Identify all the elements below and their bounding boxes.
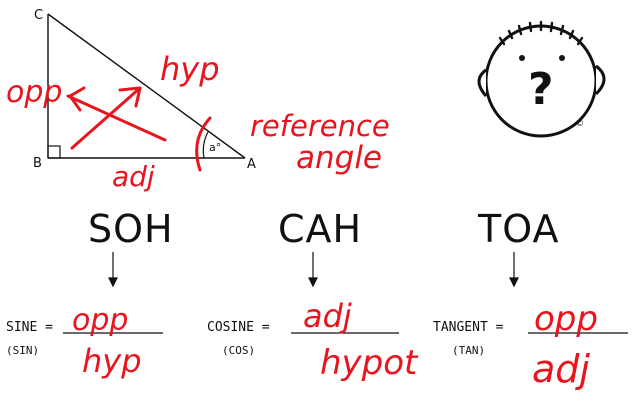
vertex-c-label: C bbox=[34, 8, 43, 23]
question-face-icon: ? © bbox=[477, 20, 606, 138]
sine-numerator: opp bbox=[72, 303, 128, 338]
annotation-reference: reference bbox=[250, 109, 390, 143]
face-question-mark: ? bbox=[528, 64, 554, 115]
mnemonic-cah: CAH bbox=[278, 207, 362, 251]
annotation-opp: opp bbox=[6, 75, 62, 110]
cosine-numerator: adj bbox=[303, 297, 352, 335]
tangent-abbr: (TAN) bbox=[452, 344, 485, 357]
arrow-to-opp bbox=[66, 94, 167, 142]
annotation-angle: angle bbox=[296, 140, 382, 176]
right-triangle bbox=[47, 13, 246, 159]
mnemonic-toa: TOA bbox=[477, 207, 559, 251]
mnemonic-soh: SOH bbox=[88, 207, 174, 251]
arrow-to-hyp-head bbox=[118, 86, 142, 108]
vertex-b-label: B bbox=[33, 156, 42, 171]
cosine-label: COSINE = bbox=[207, 320, 270, 335]
arrow-down-soh-head bbox=[108, 277, 118, 288]
face-right-eye bbox=[559, 55, 565, 61]
down-arrows bbox=[108, 252, 519, 288]
reference-angle-arc bbox=[195, 116, 212, 172]
arrow-to-hyp bbox=[70, 86, 142, 150]
arrow-to-opp-head bbox=[68, 86, 86, 112]
right-angle-marker bbox=[47, 145, 61, 159]
face-left-ear bbox=[477, 68, 488, 97]
annotation-arrows bbox=[66, 86, 212, 172]
arrow-down-cah-head bbox=[308, 277, 318, 288]
annotation-hyp: hyp bbox=[160, 50, 220, 88]
angle-label: a° bbox=[209, 141, 221, 154]
face-hair bbox=[498, 20, 584, 46]
cosine-denominator: hypot bbox=[320, 343, 419, 383]
tangent-numerator: opp bbox=[534, 299, 598, 339]
sine-label: SINE = bbox=[6, 320, 53, 335]
face-copyright: © bbox=[576, 119, 584, 128]
tangent-label: TANGENT = bbox=[433, 320, 504, 335]
sine-abbr: (SIN) bbox=[6, 344, 39, 357]
cosine-abbr: (COS) bbox=[222, 344, 255, 357]
arrow-down-toa-head bbox=[509, 277, 519, 288]
triangle-hypotenuse bbox=[47, 13, 246, 159]
tangent-denominator: adj bbox=[532, 347, 590, 391]
vertex-a-label: A bbox=[247, 157, 256, 172]
face-right-ear bbox=[594, 64, 606, 96]
face-left-eye bbox=[519, 55, 525, 61]
annotation-adj: adj bbox=[112, 160, 155, 193]
sine-denominator: hyp bbox=[82, 342, 142, 380]
angle-arc bbox=[202, 131, 209, 159]
